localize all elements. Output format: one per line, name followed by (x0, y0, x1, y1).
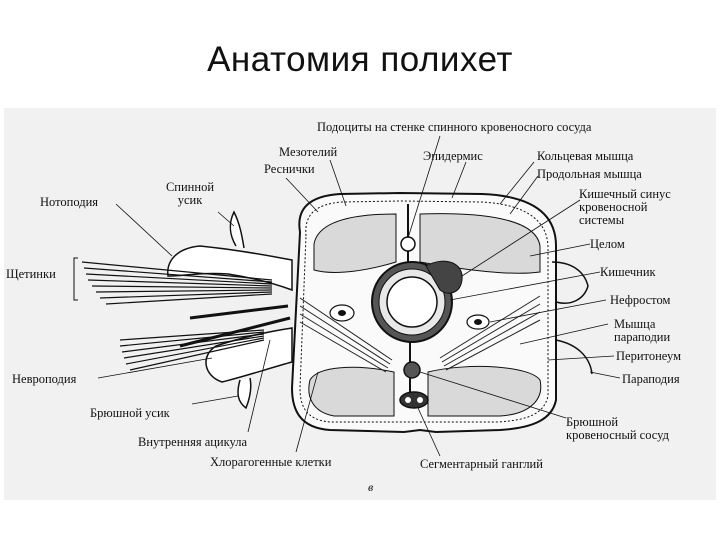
epidermis-layer (299, 200, 549, 423)
ventral-muscle-right (427, 365, 542, 417)
label-coelom: Целом (590, 237, 625, 251)
label-longitudinal-muscle: Продольная мышца (537, 167, 642, 181)
figure-letter: в (368, 480, 374, 494)
slide-title: Анатомия полихет (207, 40, 513, 79)
label-neuropodium: Невроподия (12, 372, 77, 386)
label-internal-acicula: Внутренняя ацикула (138, 435, 248, 449)
label-mesothelium: Мезотелий (279, 145, 338, 159)
label-intestinal-sinus-line3: системы (579, 213, 625, 227)
label-dorsal-cirrus-line1: Спинной (165, 180, 215, 194)
setae-bracket (73, 257, 78, 301)
label-ventral-vessel-line2: кровеносный сосуд (566, 428, 669, 442)
dorsal-vessel (400, 236, 416, 252)
label-dorsal-cirrus-line2: усик (177, 193, 203, 207)
label-parapodium: Параподия (622, 372, 680, 386)
label-notopodium: Нотоподия (40, 195, 99, 209)
right-parapodium (551, 261, 589, 304)
leader-lines (97, 135, 621, 457)
label-ventral-cirrus: Брюшной усик (90, 406, 170, 420)
label-setae: Щетинки (6, 267, 56, 281)
label-ventral-vessel-line1: Брюшной (566, 415, 619, 429)
label-parapodium-muscle-line1: Мышца (614, 317, 656, 331)
label-intestinal-sinus-line1: Кишечный синус (579, 187, 671, 201)
notopodial-setae (81, 261, 273, 305)
intestine-lumen (386, 276, 438, 328)
ventral-cirrus (237, 377, 252, 410)
acicula-dorsal (189, 304, 289, 320)
label-circular-muscle: Кольцевая мышца (537, 149, 634, 163)
label-segmental-ganglion: Сегментарный ганглий (420, 457, 543, 471)
label-epidermis: Эпидермис (423, 149, 483, 163)
label-peritoneum: Перитонеум (616, 349, 681, 363)
ventral-vessel (403, 361, 421, 379)
label-chloragogen-cells: Хлорагогенные клетки (210, 455, 332, 469)
label-podocytes: Подоциты на стенке спинного кровеносного… (317, 120, 592, 134)
label-intestine: Кишечник (600, 265, 656, 279)
intestinal-sinus (425, 260, 463, 294)
acicula-ventral (179, 316, 291, 348)
label-nephrostome: Нефростом (610, 293, 671, 307)
label-intestinal-sinus-line2: кровеносной (579, 200, 648, 214)
dorsal-cirrus (229, 210, 245, 249)
ventral-muscle-left (308, 366, 395, 417)
label-cilia: Реснички (264, 162, 315, 176)
dorsal-muscle-left (313, 213, 397, 273)
label-parapodium-muscle-line2: параподии (614, 330, 671, 344)
segmental-ganglion (399, 391, 429, 409)
